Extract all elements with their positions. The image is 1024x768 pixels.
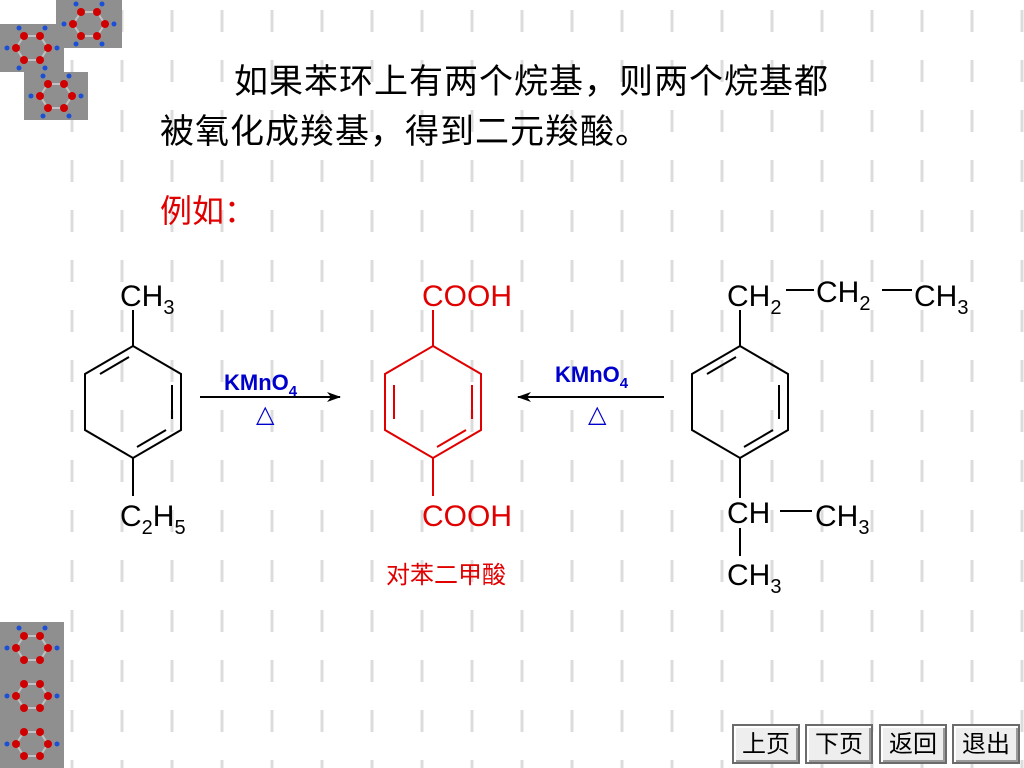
right-ch3-c: CH3 [727, 559, 781, 598]
right-ch3-b: CH3 [815, 500, 869, 539]
reagent-right: KMnO4 [555, 362, 629, 392]
heat-symbol-right: △ [588, 401, 607, 428]
return-button[interactable]: 返回 [879, 724, 947, 764]
reagent-left: KMnO4 [224, 370, 298, 400]
exit-button[interactable]: 退出 [952, 724, 1020, 764]
right-ch2-a: CH2 [727, 280, 781, 319]
intro-line-2: 被氧化成羧基，得到二元羧酸。 [160, 112, 650, 152]
right-ch3-a: CH3 [914, 280, 968, 319]
product-molecule [384, 310, 482, 496]
decorative-molecule-icons-top [0, 0, 122, 120]
heat-symbol-left: △ [256, 401, 275, 428]
right-ch: CH [727, 497, 770, 530]
left-bottom-group: C2H5 [120, 500, 186, 539]
next-page-button[interactable]: 下页 [805, 724, 873, 764]
right-molecule [691, 289, 912, 556]
example-label: 例如： [160, 192, 257, 230]
left-molecule [84, 310, 182, 496]
product-name: 对苯二甲酸 [386, 561, 506, 589]
molecule-icon [61, 1, 117, 47]
left-top-group: CH3 [120, 280, 174, 319]
decorative-molecule-icons-bottom [0, 622, 64, 768]
product-bottom-group: COOH [422, 500, 512, 533]
intro-line-1: 如果苯环上有两个烷基，则两个烷基都 [234, 62, 829, 102]
right-ch2-b: CH2 [816, 276, 870, 315]
product-top-group: COOH [422, 280, 512, 313]
prev-page-button[interactable]: 上页 [732, 724, 800, 764]
